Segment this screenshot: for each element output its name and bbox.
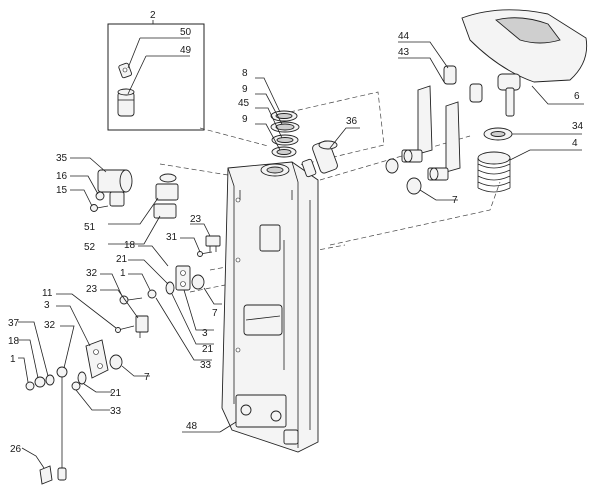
callout-6: 6 (574, 91, 580, 102)
washer-part-21-middle (165, 281, 175, 295)
ring-stack (270, 110, 300, 158)
callout-49: 49 (180, 45, 192, 56)
callout-18-middle: 18 (124, 240, 136, 251)
callout-7-upper: 7 (452, 195, 458, 206)
lever-part-44 (427, 83, 483, 181)
callout-34: 34 (572, 121, 584, 132)
callout-21-middle: 21 (202, 344, 214, 355)
screw-part-31 (197, 251, 213, 257)
callout-15: 15 (56, 185, 68, 196)
callout-11: 11 (42, 288, 53, 299)
inset-box-part-2: 2 50 49 (107, 10, 205, 131)
callout-35: 35 (56, 153, 68, 164)
nut-part-18-lower (34, 376, 46, 388)
callout-9-upper: 9 (242, 84, 248, 95)
washer-part-21-lower (77, 371, 87, 385)
sleeve-part-7-lower (109, 354, 123, 370)
callout-26: 26 (10, 444, 22, 455)
bracket-part-51 (155, 173, 179, 201)
sleeve-part-7-middle (191, 274, 205, 290)
callout-33-lower: 33 (110, 406, 122, 417)
callout-48: 48 (186, 421, 198, 432)
screw-part-11 (115, 325, 135, 333)
column-housing-part-48 (221, 161, 319, 453)
spring-part-4 (477, 151, 511, 193)
callout-4: 4 (572, 138, 578, 149)
callout-43: 43 (398, 47, 410, 58)
steering-handle-part-6 (461, 9, 588, 117)
bolt-part-32-middle (119, 295, 143, 305)
callout-23-lower: 23 (86, 284, 98, 295)
lever-part-43 (401, 65, 457, 163)
clip-part-26 (39, 465, 53, 485)
callout-21-lower: 21 (110, 388, 122, 399)
callout-44: 44 (398, 31, 410, 42)
plate-part-3-middle (175, 265, 191, 291)
callout-50: 50 (180, 27, 192, 38)
callout-32-lower: 32 (44, 320, 56, 331)
pin-part-1-middle (147, 289, 157, 299)
bolt-part-32-lower (56, 366, 68, 481)
callout-31: 31 (166, 232, 178, 243)
bracket-part-52 (153, 203, 177, 219)
screw-part-15 (90, 204, 109, 212)
callout-16: 16 (56, 171, 68, 182)
callout-51: 51 (84, 222, 96, 233)
callout-1-middle: 1 (120, 268, 126, 279)
callout-7-lower: 7 (144, 372, 150, 383)
sleeve-part-7-upper (385, 158, 422, 195)
callout-33-middle: 33 (200, 360, 212, 371)
callout-9-lower: 9 (242, 114, 248, 125)
callout-37: 37 (8, 318, 20, 329)
plate-part-3-lower (85, 339, 109, 379)
callout-36: 36 (346, 116, 358, 127)
callout-45: 45 (238, 98, 250, 109)
callout-21-upper: 21 (116, 254, 128, 265)
lock-housing-part-36 (301, 140, 338, 178)
washer-part-37 (45, 374, 55, 386)
callout-23-upper: 23 (190, 214, 202, 225)
callout-3-middle: 3 (202, 328, 208, 339)
callout-7-middle: 7 (212, 308, 218, 319)
lock-cylinder-part-49 (117, 88, 135, 117)
callout-2: 2 (150, 10, 156, 21)
callout-3-lower: 3 (44, 300, 50, 311)
callout-18-lower: 18 (8, 336, 20, 347)
callout-1-lower: 1 (10, 354, 16, 365)
bushing-part-34 (483, 127, 513, 141)
callout-52: 52 (84, 242, 96, 253)
switch-part-23-upper (205, 235, 221, 252)
switch-part-23-lower (135, 315, 149, 338)
callout-32-middle: 32 (86, 268, 98, 279)
mount-part-35 (97, 169, 133, 207)
pin-part-33-lower (71, 381, 81, 391)
pin-part-1-lower (25, 381, 35, 391)
callout-8: 8 (242, 68, 248, 79)
